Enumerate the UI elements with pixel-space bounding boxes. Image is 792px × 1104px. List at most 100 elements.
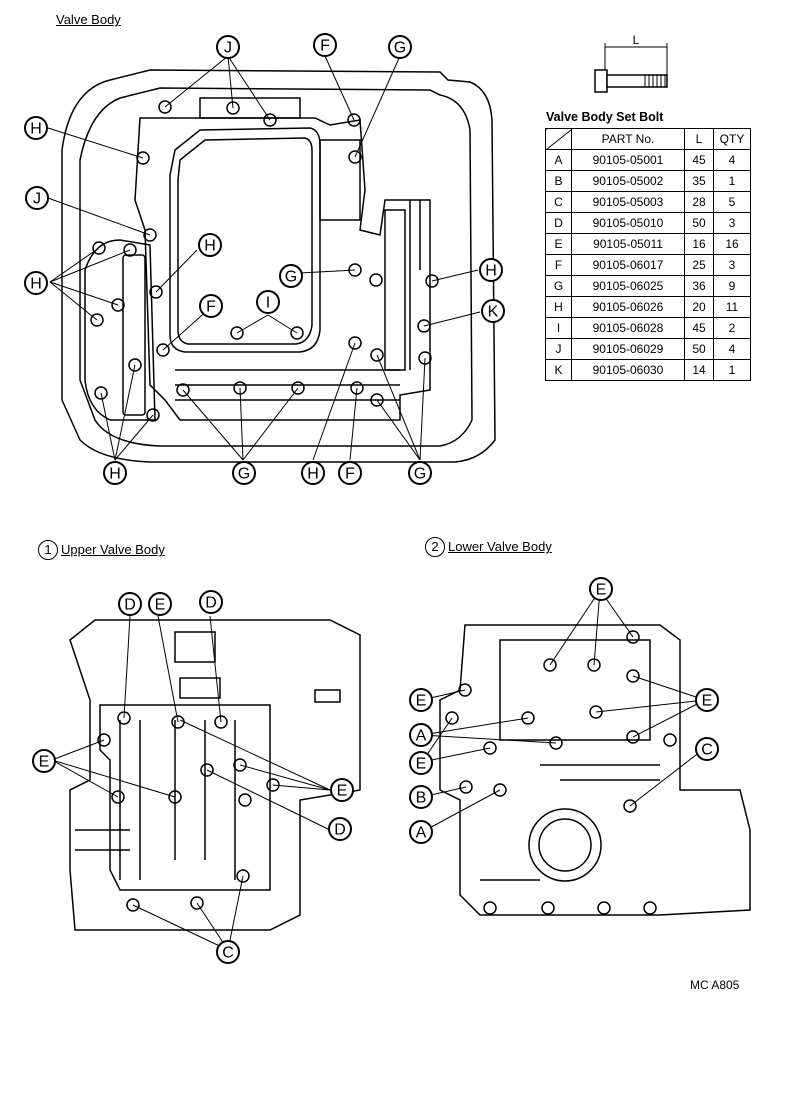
main-callout-circle [338,461,362,485]
lower-callout-circle [589,577,613,601]
main-callout-circle [313,33,337,57]
lower-callout-letter: A [416,825,427,842]
main-callout-letter: F [206,299,216,316]
upper-body-wires [75,829,130,851]
lower-valve-body-inner [499,639,651,741]
cell-qty: 11 [713,296,751,318]
lower-callout-letter: A [416,728,427,745]
main-callout-circle [301,461,325,485]
lower-callout-circle [695,737,719,761]
lower-body-bore [538,818,592,872]
cell-l: 14 [684,359,714,381]
lower-callout-letter: E [596,582,607,599]
upper-body-passages [119,720,236,880]
lower-callout-circle [409,820,433,844]
lower-number-circle: 2 [425,537,445,557]
main-callout-circle [408,461,432,485]
strainer-inner-outline [177,137,313,345]
main-callout-circle [24,116,48,140]
upper-valve-body-outline [69,619,361,931]
cell-part: 90105-06029 [571,338,685,360]
main-callout-letter: I [266,295,270,312]
manual-valve [384,209,406,371]
main-callout-letter: G [414,466,426,483]
cell-part: 90105-05002 [571,170,685,192]
cell-part: 90105-06030 [571,359,685,381]
main-callout-circle [232,461,256,485]
main-callout-letter: G [394,40,406,57]
bolt-illustration: L [594,35,668,93]
lower-title-label: Lower Valve Body [448,539,552,554]
upper-valve-body-inner [99,704,271,891]
cell-l: 35 [684,170,714,192]
main-callout-circle [479,258,503,282]
main-callout-letter: H [30,276,42,293]
main-callout-circle [199,294,223,318]
cell-part: 90105-06025 [571,275,685,297]
cell-part: 90105-05003 [571,191,685,213]
main-callout-circle [103,461,127,485]
upper-port-1 [174,631,216,663]
bolt-length-label: L [633,35,640,47]
upper-leader-lines [51,615,331,951]
cell-l: 45 [684,149,714,171]
upper-callout-circle [328,817,352,841]
main-callout-letter: F [320,38,330,55]
main-callout-letter: F [345,466,355,483]
header-blank [545,128,572,150]
main-callout-letter: K [488,304,499,321]
figure-code: MC A805 [690,978,740,992]
upper-callout-letter: E [39,754,50,771]
top-solenoid [199,97,301,119]
main-callout-letter: G [285,269,297,286]
upper-callout-circle [148,592,172,616]
main-leader-lines [47,55,481,461]
lower-bolt-holes [445,630,677,915]
upper-callout-circle [330,778,354,802]
main-callout-letter: H [307,466,319,483]
strainer-outline [169,127,321,353]
main-callout-circle [24,271,48,295]
main-callout-circle [481,299,505,323]
upper-callout-letter: D [124,597,136,614]
main-callout-letter: H [109,466,121,483]
cell-qty: 4 [713,338,751,360]
upper-callout-letter: E [155,597,166,614]
upper-callout-circle [216,940,240,964]
upper-port-2 [179,677,221,699]
main-callout-letter: H [485,263,497,280]
lower-callout-circle [409,723,433,747]
lower-callout-letter: E [702,693,713,710]
lower-callout-circle [409,785,433,809]
main-callout-letter: H [30,121,42,138]
lower-callout-letter: C [701,742,713,759]
upper-callout-circle [32,749,56,773]
cell-qty: 1 [713,359,751,381]
lower-callout-circle [409,688,433,712]
right-block [319,139,361,221]
valve-body-plate [134,117,431,421]
main-callout-circle [198,233,222,257]
upper-callout-letter: D [205,595,217,612]
main-callout-circle [216,35,240,59]
accumulator-cover [122,254,146,416]
upper-callout-circle [199,590,223,614]
upper-callout-letter: E [337,783,348,800]
valve-bores [175,369,400,401]
valve-body-title: Valve Body [56,12,121,27]
upper-callout-letter: D [334,822,346,839]
bolt-table-title: Valve Body Set Bolt [546,110,664,124]
lower-callout-letter: B [416,790,427,807]
main-callout-letter: J [224,40,232,57]
main-bolt-holes [90,100,439,422]
upper-port-3 [314,689,341,703]
upper-callout-circle [118,592,142,616]
